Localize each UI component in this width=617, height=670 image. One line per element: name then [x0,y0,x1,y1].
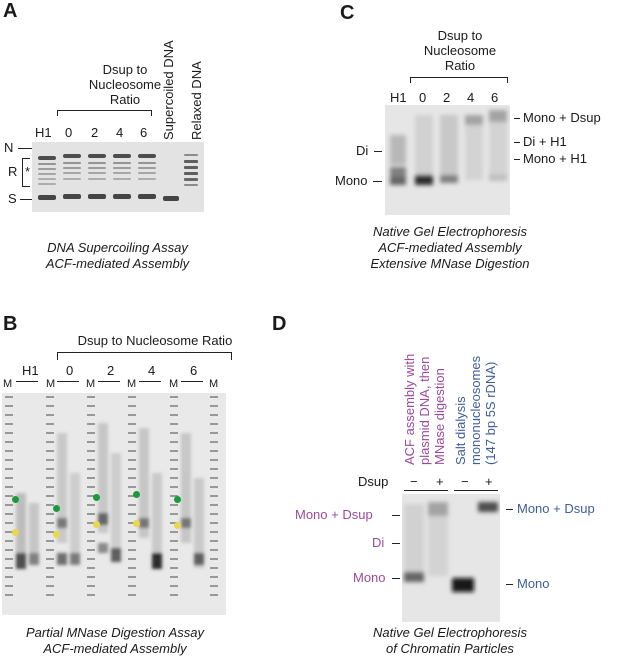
d-sign-2: + [436,474,444,489]
marker-star: * [25,164,31,179]
d-right-label-mono: Mono [517,576,550,591]
panel-d-gel [402,494,500,622]
lane-label-0: 0 [65,125,73,140]
d-sign-4: + [485,474,493,489]
d-col-header-acf: ACF assembly with plasmid DNA, then MNas… [402,353,447,465]
panel-c-gel [385,105,510,215]
green-dot [53,505,60,512]
lane-label-2: 2 [91,125,99,140]
lane-label-4: 4 [116,125,124,140]
green-dot [12,496,19,503]
d-col-header-salt: Salt dialysis mononucleosomes (147 bp 5S… [453,355,498,465]
panel-d-label: D [272,313,287,335]
panel-a-label: A [3,0,18,22]
c-right-label-mono-h1: Mono + H1 [523,151,587,166]
b-lane-label-4: 4 [148,363,156,378]
yellow-dot [53,531,60,538]
green-dot [133,491,140,498]
green-dot [174,496,181,503]
b-marker-ladder [5,393,13,598]
c-right-label-mono-dsup: Mono + Dsup [523,110,601,125]
d-right-label-mono-dsup: Mono + Dsup [517,501,595,516]
c-lane-label-6: 6 [491,90,499,105]
panel-c-bracket [410,77,508,78]
c-lane-label-2: 2 [443,90,451,105]
b-marker-row: M M M M M M [3,378,219,390]
c-left-label-di: Di [356,143,369,158]
panel-b-caption: Partial MNase Digestion Assay ACF-mediat… [26,625,204,656]
marker-n: N [4,140,14,155]
panel-b-label: B [3,313,18,335]
c-right-label-di-h1: Di + H1 [523,134,567,149]
d-sign-3: − [461,474,469,489]
panel-a-header: Dsup to Nucleosome Ratio [88,62,162,107]
panel-b-bracket [57,352,232,353]
lane-label-h1: H1 [35,125,52,140]
yellow-dot [93,521,100,528]
panel-d-caption: Native Gel Electrophoresis of Chromatin … [373,625,527,656]
panel-c-label: C [340,2,355,24]
panel-a-bracket [57,110,152,111]
marker-s: S [8,191,17,206]
lane-label-supercoiled: Supercoiled DNA [161,40,176,140]
c-lane-label-0: 0 [419,90,427,105]
c-lane-label-4: 4 [467,90,475,105]
yellow-dot [133,520,140,527]
d-left-label-mono: Mono [353,570,386,585]
panel-c-header: Dsup to Nucleosome Ratio [423,28,497,73]
b-lane-label-h1: H1 [22,363,39,378]
panel-c-gel-bands [390,110,507,185]
lane-label-6: 6 [140,125,148,140]
d-dsup-label: Dsup [358,474,389,489]
b-lane-label-0: 0 [66,363,74,378]
panel-d-gel-bands [404,502,498,592]
d-left-label-di: Di [372,535,385,550]
marker-r: R [8,164,18,179]
green-dot [93,494,100,501]
panel-a-caption: DNA Supercoiling Assay ACF-mediated Asse… [45,240,190,271]
b-lane-label-2: 2 [107,363,115,378]
d-sign-1: − [410,474,418,489]
yellow-dot [174,522,181,529]
c-left-label-mono: Mono [335,173,368,188]
panel-a-gel-bands [38,154,198,201]
panel-b-header: Dsup to Nucleosome Ratio [77,333,233,348]
b-lane-label-6: 6 [190,363,198,378]
panel-a-gel [32,142,204,212]
c-lane-label-h1: H1 [390,90,407,105]
panel-c-caption: Native Gel Electrophoresis ACF-mediated … [370,224,530,271]
panel-b-gel-bands [5,393,218,598]
yellow-dot [12,529,19,536]
d-left-label-mono-dsup: Mono + Dsup [295,507,373,522]
lane-label-relaxed: Relaxed DNA [189,61,204,140]
panel-b-gel [2,393,226,615]
